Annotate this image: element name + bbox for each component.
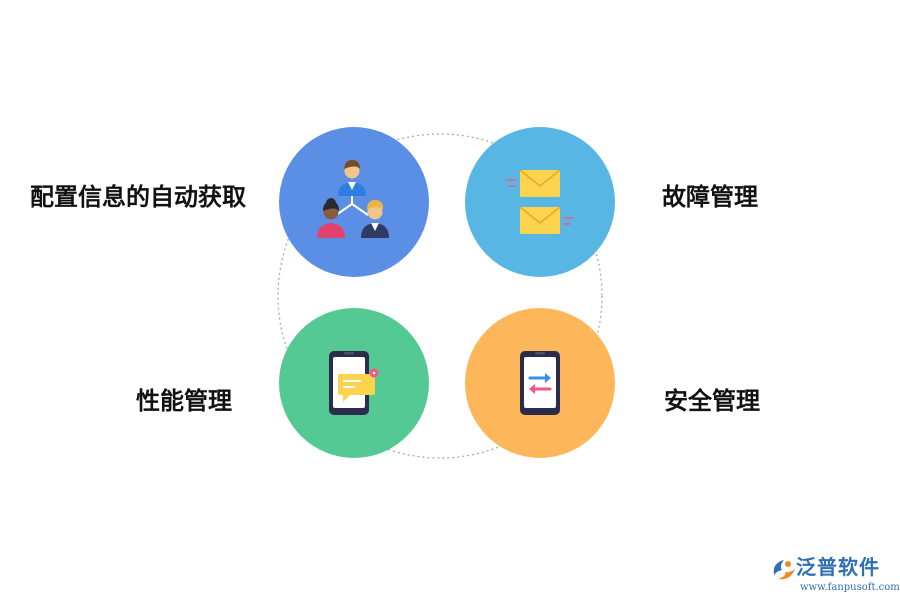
brand-name: 泛普软件	[796, 555, 880, 579]
brand-url: www.fanpusoft.com	[800, 582, 900, 593]
label-config-auto-acquire: 配置信息的自动获取	[30, 183, 246, 211]
logo-mark-icon	[773, 560, 795, 580]
dotted-ring	[277, 133, 603, 459]
people-network-icon	[317, 160, 389, 238]
node-config	[279, 127, 429, 277]
node-fault	[465, 127, 615, 277]
node-security	[465, 308, 615, 458]
envelopes-icon	[505, 169, 574, 234]
phone-transfer-icon	[520, 351, 560, 415]
node-config-circle	[279, 127, 429, 277]
brand-logo: 泛普软件 www.fanpusoft.com	[770, 555, 900, 595]
label-security-management: 安全管理	[664, 387, 760, 415]
phone-message-icon	[329, 351, 379, 415]
label-performance-management: 性能管理	[136, 387, 232, 415]
node-performance	[279, 308, 429, 458]
label-fault-management: 故障管理	[662, 183, 758, 211]
node-fault-circle	[465, 127, 615, 277]
